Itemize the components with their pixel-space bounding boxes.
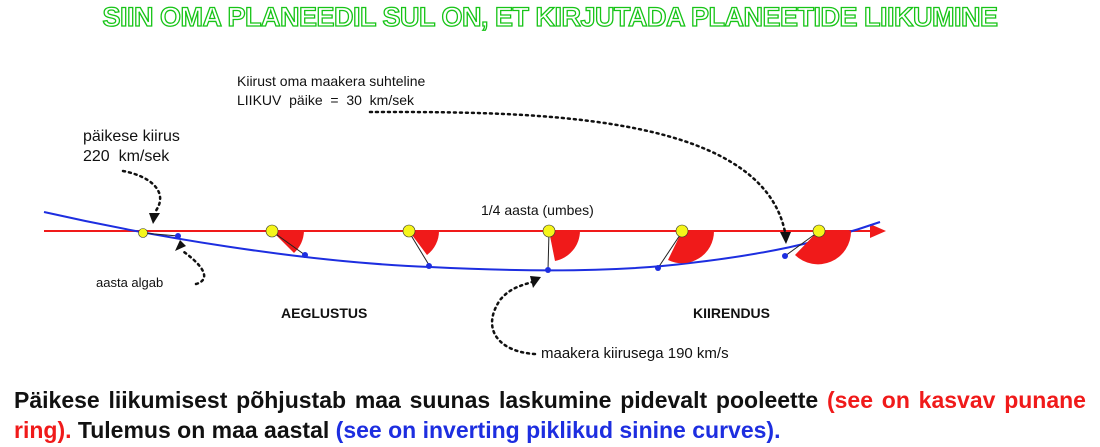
arrow-relative-speed-head <box>780 232 791 244</box>
sun-icon <box>402 224 416 238</box>
sun-icon <box>542 224 556 238</box>
sector-5 <box>795 231 852 265</box>
arrow-earth-speed-head <box>530 276 541 288</box>
arrow-relative-speed <box>368 110 787 234</box>
sun-icon <box>675 224 689 238</box>
page-title: SIIN OMA PLANEEDIL SUL ON, ET KIRJUTADA … <box>102 1 999 32</box>
connector-0 <box>142 232 179 237</box>
sector-3 <box>549 231 580 261</box>
sun-markers <box>138 224 826 238</box>
sector-4 <box>668 231 715 264</box>
earth-icon <box>426 263 432 269</box>
earth-speed-label: maakera kiirusega 190 km/s <box>541 345 729 362</box>
sun-icon <box>812 224 826 238</box>
sun-icon <box>138 228 148 238</box>
sun-speed-line1: päikese kiirus <box>83 128 180 145</box>
earth-markers <box>175 233 788 273</box>
earth-icon <box>545 267 551 273</box>
relative-speed-note: Kiirust oma maakera suhteline LIIKUV päi… <box>237 72 425 110</box>
explanation-paragraph: Päikese liikumisest põhjustab maa suunas… <box>14 385 1086 445</box>
quarter-year-label: 1/4 aasta (umbes) <box>481 202 594 218</box>
connector-1 <box>272 231 306 256</box>
arrow-sun-speed <box>121 169 162 214</box>
connector-5 <box>784 231 819 257</box>
earth-path-curve <box>43 211 881 272</box>
earth-icon <box>655 265 661 271</box>
acceleration-label: KIIRENDUS <box>693 305 771 321</box>
connector-4 <box>657 231 683 269</box>
earth-icon <box>782 253 788 259</box>
sun-path-arrowhead <box>870 224 886 238</box>
connector-3 <box>547 231 550 271</box>
paragraph-part2: (see on kasvav punane ring). <box>14 387 1086 443</box>
sun-icon <box>265 224 279 238</box>
paragraph-part3: Tulemus on maa aastal <box>71 417 336 443</box>
connector-2 <box>408 231 430 266</box>
sun-speed-line2: 220 km/sek <box>83 148 170 165</box>
arrow-year-start-head <box>175 240 186 251</box>
arrow-sun-speed-head <box>149 213 160 224</box>
paragraph-part1: Päikese liikumisest põhjustab maa suunas… <box>14 387 827 413</box>
arrow-year-start <box>182 250 206 286</box>
sector-2 <box>409 231 439 255</box>
paragraph-part4: (see on inverting piklikud sinine curves… <box>335 417 781 443</box>
deceleration-label: AEGLUSTUS <box>281 305 368 321</box>
year-start-label: aasta algab <box>96 275 164 290</box>
arrow-earth-speed <box>490 280 537 356</box>
earth-icon <box>175 233 181 239</box>
sun-speed-note: päikese kiirus 220 km/sek <box>83 127 180 167</box>
relative-speed-line1: Kiirust oma maakera suhteline <box>237 73 426 89</box>
relative-speed-line2: LIIKUV päike = 30 km/sek <box>237 92 415 108</box>
earth-icon <box>302 252 308 258</box>
